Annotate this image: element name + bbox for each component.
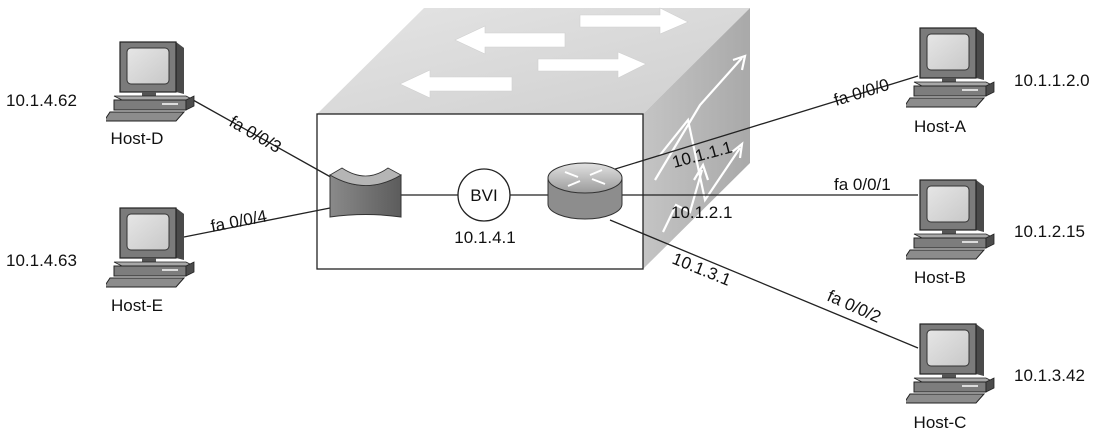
device-side-face (643, 8, 750, 269)
links (183, 75, 919, 349)
host-a-ip: 10.1.1.2.0 (1014, 71, 1090, 90)
host-d: Host-D 10.1.4.62 (6, 41, 195, 148)
host-d-ip: 10.1.4.62 (6, 91, 77, 110)
host-b-name: Host-B (914, 268, 966, 287)
port-label-a: fa 0/0/0 (832, 75, 892, 110)
host-d-name: Host-D (111, 129, 164, 148)
routing-arrows-icon (654, 54, 747, 233)
port-label-e: fa 0/0/4 (209, 206, 268, 235)
port-label-b: fa 0/0/1 (834, 175, 891, 194)
host-e-name: Host-E (111, 296, 163, 315)
host-a: Host-A 10.1.1.2.0 (906, 27, 1090, 136)
bridge-icon (329, 167, 402, 218)
link-host-c (609, 219, 919, 349)
bvi-label: BVI (470, 186, 497, 205)
port-label-c: fa 0/0/2 (824, 286, 884, 326)
host-b: Host-B 10.1.2.15 (906, 179, 1085, 287)
bvi-ip-label: 10.1.4.1 (454, 228, 515, 247)
router-icon (547, 162, 623, 220)
host-c-ip: 10.1.3.42 (1014, 366, 1085, 385)
host-e: Host-E 10.1.4.63 (6, 207, 195, 315)
gateway-ip-b: 10.1.2.1 (671, 203, 732, 222)
bvi-node: BVI (457, 168, 511, 222)
link-host-e (183, 207, 331, 238)
switching-arrows-icon (399, 7, 689, 99)
link-host-a (611, 75, 919, 171)
port-label-d: fa 0/0/3 (226, 112, 285, 157)
host-c: Host-C 10.1.3.42 (906, 323, 1085, 432)
router-device (316, 7, 750, 270)
host-c-name: Host-C (914, 413, 967, 432)
gateway-ip-c: 10.1.3.1 (670, 249, 734, 290)
host-a-name: Host-A (914, 117, 967, 136)
host-b-ip: 10.1.2.15 (1014, 222, 1085, 241)
link-host-d (192, 99, 337, 181)
host-e-ip: 10.1.4.63 (6, 251, 77, 270)
